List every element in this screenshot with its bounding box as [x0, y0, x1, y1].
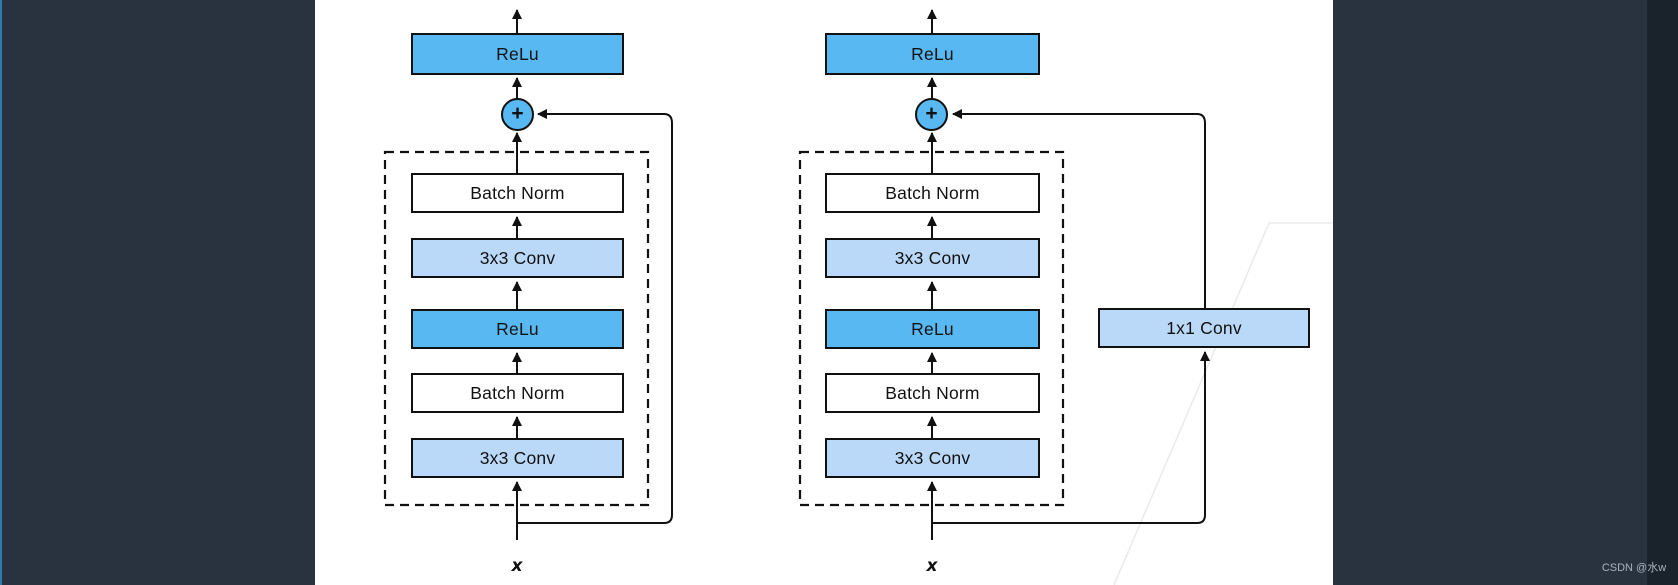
right-layer-batch-norm-2: Batch Norm: [825, 373, 1040, 413]
layer-label: 3x3 Conv: [894, 247, 971, 268]
csdn-watermark: CSDN @水w: [1601, 562, 1667, 574]
left-arrows: [512, 9, 673, 540]
diagram-canvas: ReLu + Batch Norm 3x3 Conv ReLu Batch No…: [315, 0, 1333, 585]
right-layer-relu: ReLu: [825, 309, 1040, 349]
right-plus-icon: +: [915, 98, 948, 131]
left-layer-conv-1: 3x3 Conv: [411, 238, 624, 278]
right-layer-conv-2: 3x3 Conv: [825, 438, 1040, 478]
left-input-x-label: x: [511, 556, 523, 576]
right-dashed-box: [798, 150, 1065, 507]
left-layer-relu: ReLu: [411, 309, 624, 349]
left-plus-glyph: +: [511, 101, 524, 125]
left-plus-icon: +: [501, 98, 534, 131]
layer-label: Batch Norm: [885, 182, 980, 203]
right-layer-batch-norm-1: Batch Norm: [825, 173, 1040, 213]
left-output-relu-block: ReLu: [411, 33, 624, 75]
right-edge-strip: [1647, 0, 1678, 585]
layer-label: 3x3 Conv: [479, 447, 556, 468]
diagram-connectors: [383, 9, 1333, 585]
right-plus-glyph: +: [925, 101, 938, 125]
right-output-relu-label: ReLu: [911, 43, 954, 64]
left-output-relu-label: ReLu: [496, 43, 539, 64]
left-edge-accent: [0, 0, 2, 585]
layer-label: Batch Norm: [470, 382, 565, 403]
right-layer-conv-1: 3x3 Conv: [825, 238, 1040, 278]
left-layer-batch-norm-1: Batch Norm: [411, 173, 624, 213]
layer-label: 3x3 Conv: [894, 447, 971, 468]
layer-label: 3x3 Conv: [479, 247, 556, 268]
faint-watermark-line: [1113, 222, 1333, 585]
right-arrows: [927, 9, 1210, 540]
left-layer-batch-norm-2: Batch Norm: [411, 373, 624, 413]
right-output-relu-block: ReLu: [825, 33, 1040, 75]
layer-label: ReLu: [496, 318, 539, 339]
left-dashed-box: [383, 150, 650, 507]
layer-label: Batch Norm: [470, 182, 565, 203]
layer-label: Batch Norm: [885, 382, 980, 403]
right-shortcut-1x1-conv-block: 1x1 Conv: [1098, 308, 1310, 348]
left-layer-conv-2: 3x3 Conv: [411, 438, 624, 478]
layer-label: ReLu: [911, 318, 954, 339]
layer-label: 1x1 Conv: [1166, 317, 1242, 338]
right-input-x-label: x: [926, 556, 938, 576]
